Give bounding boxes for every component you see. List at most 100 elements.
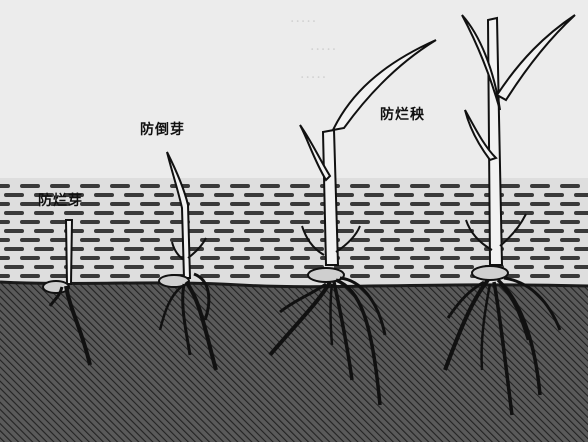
- mud-dash: [230, 184, 250, 188]
- mud-dash: [124, 193, 144, 197]
- mud-dash: [230, 274, 250, 278]
- mud-dash: [470, 220, 490, 224]
- mud-dash: [500, 220, 520, 224]
- mud-dash: [380, 202, 400, 206]
- mud-dash: [560, 238, 580, 242]
- mud-dash: [184, 193, 204, 197]
- mud-dash: [244, 229, 264, 233]
- mud-dash: [274, 193, 294, 197]
- mud-dash: [470, 184, 490, 188]
- mud-dash: [230, 256, 250, 260]
- mud-dash: [530, 220, 550, 224]
- mud-dash: [364, 211, 384, 215]
- mud-dash: [364, 247, 384, 251]
- mud-dash: [304, 211, 324, 215]
- mud-dash: [470, 202, 490, 206]
- mud-dash: [0, 220, 10, 224]
- mud-dash: [4, 247, 24, 251]
- mud-dash: [244, 265, 264, 269]
- mud-dash: [440, 238, 460, 242]
- mud-dash: [350, 202, 370, 206]
- mud-dash: [394, 265, 414, 269]
- mud-dash: [364, 229, 384, 233]
- mud-dash: [514, 265, 534, 269]
- mud-dash: [80, 184, 100, 188]
- mud-dash: [424, 211, 444, 215]
- mud-dash: [574, 265, 588, 269]
- mud-dash: [4, 265, 24, 269]
- mud-dash: [350, 256, 370, 260]
- mud-dash: [424, 229, 444, 233]
- mud-dash: [244, 193, 264, 197]
- mud-dash: [544, 265, 564, 269]
- mud-dash: [244, 247, 264, 251]
- mud-dash: [20, 238, 40, 242]
- mud-dash: [154, 265, 174, 269]
- mud-dash: [394, 211, 414, 215]
- mud-dash: [20, 256, 40, 260]
- mud-dash: [0, 184, 10, 188]
- mud-dash: [560, 256, 580, 260]
- mud-dash: [94, 211, 114, 215]
- mud-dash: [94, 265, 114, 269]
- mud-dash: [350, 274, 370, 278]
- label-sprout-lodge: 防倒芽: [140, 119, 185, 139]
- mud-dash: [350, 220, 370, 224]
- mud-dash: [214, 211, 234, 215]
- mud-dash: [140, 256, 160, 260]
- mud-dash: [514, 247, 534, 251]
- mud-dash: [380, 184, 400, 188]
- mud-dash: [230, 202, 250, 206]
- mud-dash: [304, 229, 324, 233]
- mud-dash: [274, 247, 294, 251]
- mud-dash: [544, 211, 564, 215]
- mud-dash: [230, 220, 250, 224]
- mud-dash: [200, 256, 220, 260]
- mud-dash: [20, 220, 40, 224]
- mud-dash: [80, 274, 100, 278]
- mud-dash: [440, 220, 460, 224]
- mud-dash: [410, 238, 430, 242]
- mud-dash: [20, 274, 40, 278]
- mud-dash: [110, 256, 130, 260]
- mud-dash: [94, 193, 114, 197]
- mud-dash: [154, 193, 174, 197]
- mud-dash: [380, 238, 400, 242]
- mud-dash: [80, 220, 100, 224]
- mud-dash: [440, 274, 460, 278]
- mud-dash: [214, 193, 234, 197]
- mud-dash: [440, 184, 460, 188]
- mud-dash: [560, 220, 580, 224]
- mud-dash: [500, 256, 520, 260]
- mud-dash: [470, 256, 490, 260]
- mud-dash: [154, 247, 174, 251]
- label-sprout-rot: 防烂芽: [38, 190, 83, 210]
- mud-dash: [260, 256, 280, 260]
- mud-dash: [500, 184, 520, 188]
- mud-dash: [154, 211, 174, 215]
- mud-dash: [424, 247, 444, 251]
- mud-dash: [0, 238, 10, 242]
- mud-dash: [200, 220, 220, 224]
- bleed-through-line: ·····: [310, 42, 337, 58]
- mud-dash: [364, 193, 384, 197]
- mud-dash: [560, 274, 580, 278]
- mud-dash: [410, 202, 430, 206]
- mud-dash: [124, 265, 144, 269]
- mud-dash: [454, 193, 474, 197]
- mud-dash: [260, 220, 280, 224]
- mud-dash: [34, 229, 54, 233]
- mud-dash: [334, 193, 354, 197]
- bleed-through-line: ·····: [300, 70, 327, 86]
- mud-dash: [380, 220, 400, 224]
- mud-dash: [140, 202, 160, 206]
- mud-dash: [544, 247, 564, 251]
- mud-dash: [124, 247, 144, 251]
- mud-dash: [290, 274, 310, 278]
- mud-dash: [530, 274, 550, 278]
- mud-dash: [4, 211, 24, 215]
- mud-dash: [80, 256, 100, 260]
- mud-dash: [94, 247, 114, 251]
- mud-dash: [514, 211, 534, 215]
